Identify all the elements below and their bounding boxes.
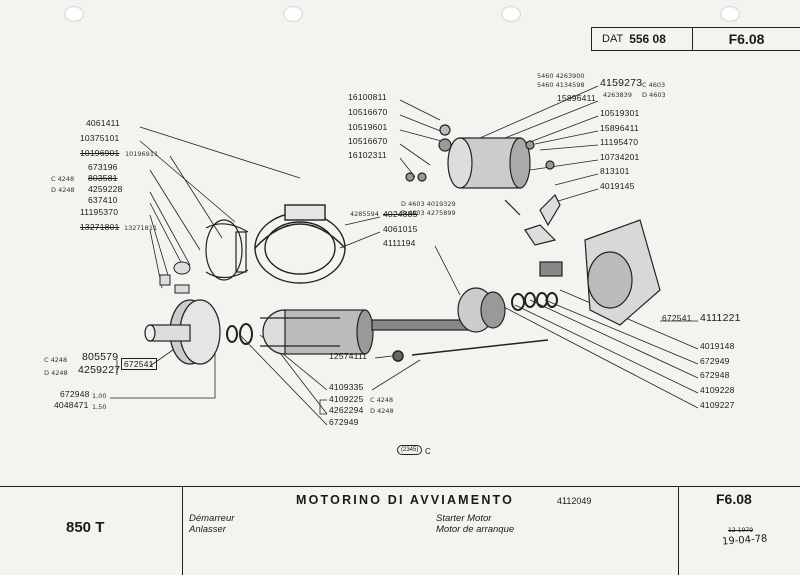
title-block: 850 T MOTORINO DI AVVIAMENTO 4112049 Dém…: [0, 486, 800, 575]
part-number: 4048471: [54, 400, 89, 410]
handwritten-note: D 4603 4019329: [401, 200, 456, 208]
dat-reference: DAT 556 08: [592, 28, 693, 50]
part-number: 10516670: [348, 107, 388, 117]
part-number: 637410: [88, 195, 118, 205]
handwritten-note: C 4248: [370, 396, 394, 404]
handwritten-note: D 4248: [51, 186, 75, 194]
handwritten-note: 4285594: [350, 210, 379, 218]
handwritten-note: 4263839: [603, 91, 632, 99]
part-number: 4111194: [383, 238, 416, 248]
part-number: 11195370: [80, 207, 119, 217]
part-number: 15896411: [557, 93, 596, 103]
title-french: Démarreur: [189, 513, 235, 524]
part-number-superseded: 10196901: [80, 148, 120, 158]
part-number: 10734201: [600, 152, 640, 162]
part-number: 4111221: [700, 312, 741, 324]
part-number: 10516670: [348, 136, 388, 146]
part-number: 10519301: [600, 108, 640, 118]
part-number: 4109227: [700, 400, 735, 410]
stamp-suffix: C: [425, 447, 431, 456]
part-number: 673196: [88, 162, 118, 172]
date-superseded: 12-1979: [728, 527, 754, 534]
punch-hole: [64, 6, 84, 22]
handwritten-note: 13271811: [124, 224, 158, 232]
part-number: 4262294: [329, 405, 364, 415]
part-number: 672541: [662, 313, 692, 323]
table-code-bottom: F6.08: [716, 491, 752, 507]
title-german: Anlasser: [189, 524, 226, 535]
part-number: 813101: [600, 166, 630, 176]
handwritten-note: C 4248: [51, 175, 75, 183]
title-spanish: Motor de arranque: [436, 524, 515, 535]
assembly-number: 4112049: [557, 496, 592, 506]
part-number: 4109335: [329, 382, 364, 392]
revision-date: 19-04-78: [721, 533, 768, 548]
handwritten-note: 5460 4134598: [537, 81, 585, 89]
part-number: 16102311: [348, 150, 387, 160]
model-name: 850 T: [66, 519, 105, 536]
part-number: 4109228: [700, 385, 735, 395]
model-cell: 850 T: [0, 487, 183, 575]
handwritten-note: D 4603: [642, 91, 666, 99]
part-number: 4259228: [88, 184, 123, 194]
part-number: 805579: [82, 351, 119, 363]
handwritten-note: 1,50: [92, 403, 107, 411]
header-reference-box: DAT 556 08 F6.08: [591, 27, 800, 51]
punch-hole: [283, 6, 303, 22]
part-number: 10519601: [348, 122, 388, 132]
part-number: 672541: [121, 358, 157, 370]
part-number: 4019148: [700, 341, 735, 351]
part-number: 4061015: [383, 224, 418, 234]
exploded-diagram: [110, 85, 699, 426]
dat-label: DAT: [602, 33, 624, 45]
punch-hole: [501, 6, 521, 22]
handwritten-note: 10196911: [125, 150, 159, 158]
part-number: 4259227: [78, 364, 121, 376]
table-code-top: F6.08: [728, 31, 765, 47]
punch-hole: [720, 6, 740, 22]
part-number-superseded: 4024885: [383, 209, 418, 219]
part-number: 672949: [700, 356, 730, 366]
stamp: (2345): [397, 445, 423, 455]
part-number: 672949: [329, 417, 359, 427]
handwritten-note: 1,00: [92, 392, 107, 400]
part-number: 15896411: [600, 123, 639, 133]
sheet-title: MOTORINO DI AVVIAMENTO: [296, 493, 515, 507]
handwritten-note: D 4603 4275899: [401, 209, 456, 217]
part-number: 4159273: [600, 77, 643, 89]
part-number: 4061411: [86, 118, 120, 128]
title-cell: MOTORINO DI AVVIAMENTO 4112049 Démarreur…: [183, 487, 679, 575]
handwritten-note: D 4248: [44, 369, 68, 377]
handwritten-note: 5460 4263900: [537, 72, 585, 80]
part-number: 16100811: [348, 92, 387, 102]
part-number: 10375101: [80, 133, 120, 143]
part-number: 11195470: [600, 137, 639, 147]
part-number-superseded: 13271801: [80, 222, 120, 232]
part-number: 4109225: [329, 394, 364, 404]
handwritten-note: C 4248: [44, 356, 68, 364]
part-number: 672948: [60, 389, 90, 399]
part-number-superseded: 803581: [88, 173, 118, 183]
part-number: 672948: [700, 370, 730, 380]
handwritten-note: D 4248: [370, 407, 394, 415]
dat-number: 556 08: [629, 32, 666, 46]
part-number: 4019145: [600, 181, 635, 191]
part-number: 12574111: [329, 351, 368, 361]
title-english: Starter Motor: [436, 513, 492, 524]
handwritten-note: C 4603: [642, 81, 666, 89]
